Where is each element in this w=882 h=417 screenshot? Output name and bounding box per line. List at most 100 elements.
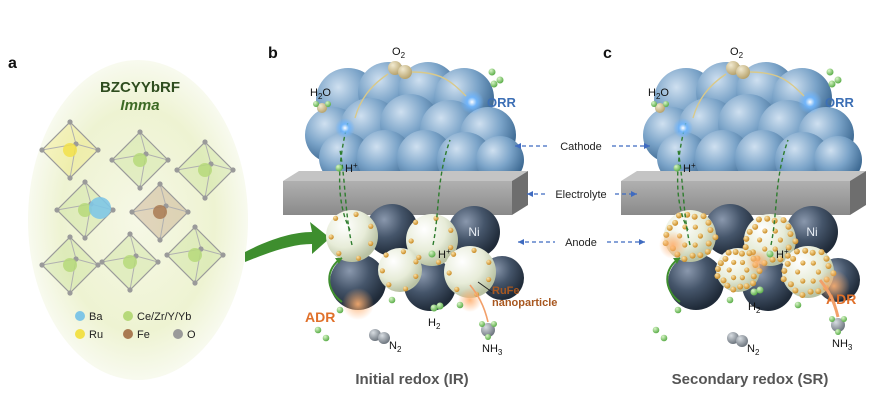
anode-label: Anode <box>565 237 597 249</box>
material-title: BZCYYbRF <box>100 79 180 96</box>
hydrogen-atom <box>496 76 504 84</box>
rufe-nanoparticle <box>810 278 816 284</box>
ni-label: Ni <box>468 225 479 239</box>
crystal-structure-illustration <box>39 119 236 296</box>
rufe-nanoparticle <box>416 254 422 260</box>
oxygen-atom <box>54 207 60 213</box>
rufe-nanoparticle <box>730 286 737 293</box>
o2-molecule <box>726 61 750 79</box>
proton-path <box>339 149 353 246</box>
arrow-head <box>673 258 680 264</box>
rufe-nanoparticle <box>792 287 799 294</box>
rufe-nanoparticle <box>697 252 704 259</box>
rufe-nanoparticle <box>757 237 763 243</box>
rufe-pointer <box>477 281 493 293</box>
rufe-nanoparticle <box>825 263 832 270</box>
rufe-nanoparticle <box>725 249 732 256</box>
octahedron <box>174 139 236 201</box>
center-labels: Cathode Electrolyte Anode <box>515 141 650 249</box>
rufe-nanoparticle <box>739 275 745 281</box>
proton-path <box>338 121 351 231</box>
arrow-head <box>335 258 342 264</box>
space-group-label: Imma <box>120 97 159 114</box>
panel-a-background-glow <box>28 60 248 380</box>
rufe-nanoparticle <box>784 252 791 259</box>
rufe-nanoparticle <box>737 283 744 290</box>
rufe-nanoparticle <box>402 286 409 292</box>
oxygen-atom <box>67 175 73 181</box>
legend-item: Fe <box>123 329 150 341</box>
rufe-nanoparticle <box>454 286 460 292</box>
h2o-label: H2O <box>310 87 331 101</box>
b-site-cation <box>63 258 77 272</box>
rufe-nanoparticle <box>720 277 727 284</box>
adr-site-glow <box>458 288 482 312</box>
rufe-nanoparticle <box>383 252 389 258</box>
hydrogen-atom <box>828 80 836 88</box>
rufe-nanoparticle <box>697 233 704 239</box>
octahedron <box>39 234 101 296</box>
rufe-nanoparticle <box>769 256 776 263</box>
rufe-nanoparticle <box>790 255 797 262</box>
o2-path <box>354 73 389 119</box>
rufe-nanoparticle <box>818 249 825 256</box>
rufe-nanoparticle <box>742 244 749 251</box>
proton <box>335 164 343 172</box>
rufe-nanoparticle <box>785 223 792 230</box>
rufe-nanoparticle <box>446 270 452 276</box>
rufe-nanoparticle <box>353 211 359 217</box>
oxygen-atom <box>202 195 208 201</box>
rufe-nanoparticle <box>787 281 794 288</box>
rufe-nanoparticle <box>731 259 737 265</box>
perovskite-particle <box>406 214 458 266</box>
ni-particle <box>668 254 724 310</box>
ni-label: Ni <box>806 225 817 239</box>
o2-path <box>692 73 727 119</box>
oxygen-atom <box>220 252 226 258</box>
oxygen-atom <box>137 185 143 191</box>
rufe-nanoparticle <box>799 292 806 299</box>
hydrogen-atom <box>490 80 498 88</box>
rufe-nanoparticle <box>724 282 731 289</box>
oxygen-atom <box>165 157 171 163</box>
cathode-label: Cathode <box>560 141 602 153</box>
proton <box>673 164 681 172</box>
hydrogen-atom <box>388 296 396 304</box>
h2o-molecule <box>651 101 669 113</box>
rufe-nanoparticle <box>784 260 791 267</box>
b-site-cation <box>198 163 212 177</box>
octahedron <box>129 181 191 243</box>
rufe-nanoparticle <box>332 215 339 221</box>
oxygen-atom <box>95 147 101 153</box>
rufe-nanoparticle <box>726 267 732 273</box>
rufe-nanoparticle <box>368 240 374 247</box>
rufe-nanoparticle <box>435 259 442 265</box>
hydrogen-atom <box>834 76 842 84</box>
rufe-nanoparticle <box>777 256 784 263</box>
hydrogen-atom <box>726 296 734 304</box>
orr-site-glow <box>673 118 693 138</box>
hydrogen-atom <box>652 326 660 334</box>
rufe-nanoparticle <box>705 219 712 226</box>
orr-label: ORR <box>825 95 855 110</box>
legend-item: Ba <box>75 311 103 323</box>
oxygen-atom <box>137 129 143 135</box>
rufe-label: RuFe <box>492 285 520 297</box>
oxygen-atom <box>110 207 116 213</box>
oxygen-atom <box>185 209 191 215</box>
rufe-nanoparticle <box>762 228 768 234</box>
o2-path <box>749 71 805 97</box>
rufe-nanoparticle <box>700 213 707 220</box>
oxygen-atom <box>39 262 45 268</box>
perovskite-particle <box>378 248 422 292</box>
panel-c-letter: c <box>603 45 612 62</box>
rufe-nanoparticle <box>780 217 787 224</box>
proton-path <box>676 121 689 231</box>
rufe-nanoparticle <box>743 283 750 290</box>
rufe-nanoparticle <box>328 234 334 240</box>
rufe-nanoparticle <box>386 282 392 288</box>
proton-pathways <box>338 121 451 246</box>
